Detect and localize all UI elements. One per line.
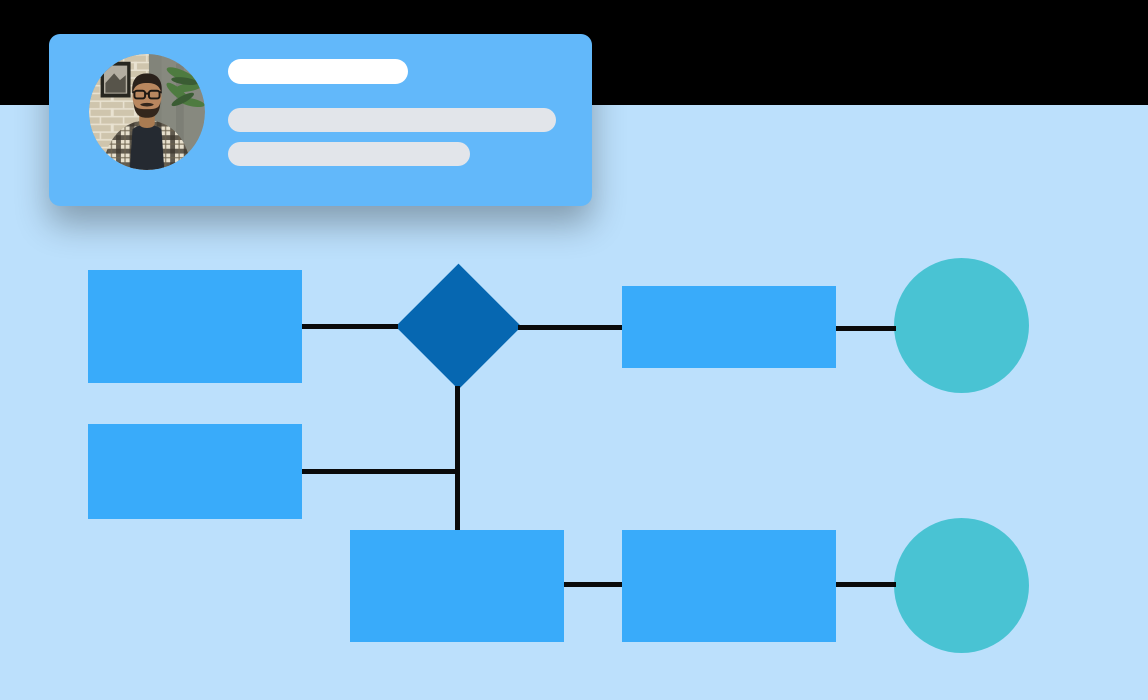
flow-connector-process2-to-trunk [302,469,460,474]
flow-node-decision-1 [395,263,521,389]
profile-card [49,34,592,206]
flow-node-terminal-2 [894,518,1029,653]
flow-connector-process1-to-decision [302,324,398,329]
flow-connector-process5-to-terminal2 [836,582,896,587]
flow-connector-process3-to-terminal1 [836,326,896,331]
flow-node-process-2 [88,424,302,519]
avatar [89,54,205,170]
user-avatar-photo-icon [89,54,205,170]
flow-node-process-4 [350,530,564,642]
line-placeholder-bar-2 [228,142,470,166]
flow-connector-decision-to-process4 [455,386,460,530]
title-placeholder-bar [228,59,408,84]
flow-node-process-1 [88,270,302,383]
flow-node-process-3 [622,286,836,368]
line-placeholder-bar-1 [228,108,556,132]
flow-connector-process4-to-process5 [564,582,622,587]
flow-connector-decision-to-process3 [518,325,622,330]
flow-node-terminal-1 [894,258,1029,393]
flow-node-process-5 [622,530,836,642]
